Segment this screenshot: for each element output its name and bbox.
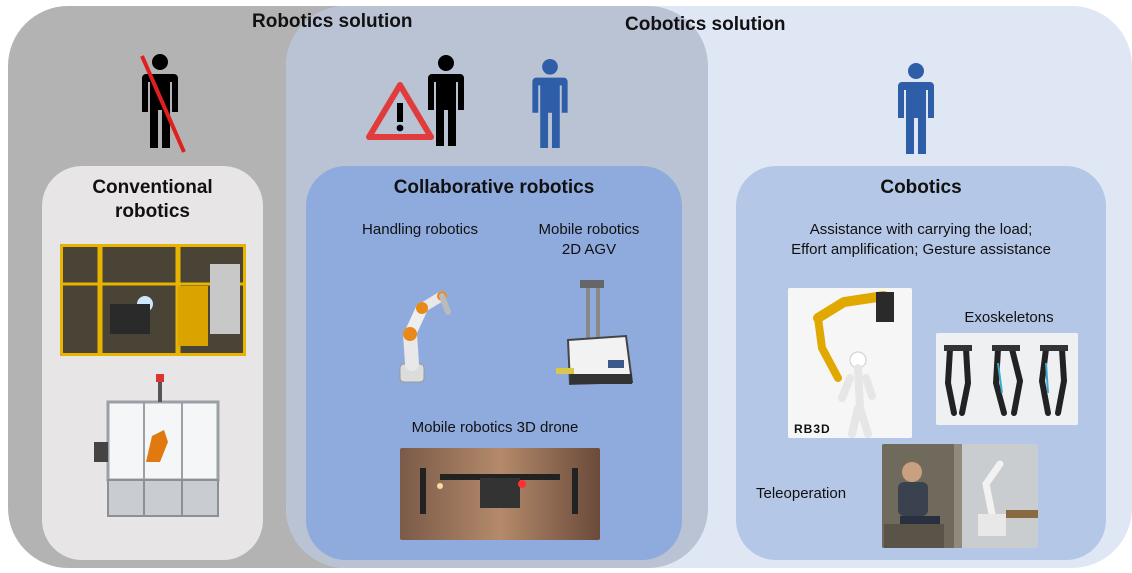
conventional-title-line2: robotics — [115, 201, 190, 222]
cobotics-desc-line2: Effort amplification; Gesture assistance — [791, 241, 1051, 258]
warning-triangle-icon — [366, 82, 434, 140]
teleoperation-label: Teleoperation — [756, 485, 847, 502]
drone-image — [400, 448, 600, 540]
human-blue-cobotics-icon — [898, 63, 934, 154]
agv-robot-image — [556, 280, 634, 386]
cobotics-desc-line1: Assistance with carrying the load; — [809, 221, 1033, 238]
mobile-2d-line1: Mobile robotics — [538, 221, 640, 238]
cobot-arm-image — [788, 288, 912, 438]
mobile-robotics-2d-label: Mobile robotics 2D AGV — [514, 220, 664, 260]
mobile-robotics-3d-drone-label: Mobile robotics 3D drone — [411, 419, 579, 436]
robot-cell-image — [86, 372, 234, 522]
cobotics-description: Assistance with carrying the load; Effor… — [746, 220, 1096, 260]
mobile-2d-line2: 2D AGV — [561, 241, 617, 258]
human-crossed-icon — [140, 54, 186, 153]
conventional-title-line1: Conventional — [92, 177, 213, 198]
human-black-icon — [428, 55, 464, 146]
cobotics-title: Cobotics — [880, 177, 962, 198]
handling-robotics-label: Handling robotics — [362, 221, 478, 238]
human-blue-icon — [532, 58, 568, 149]
welding-cell-image — [60, 244, 246, 356]
teleoperation-image — [882, 444, 1038, 548]
robotics-solution-title: Robotics solution — [252, 11, 413, 32]
collaborative-robotics-title: Collaborative robotics — [393, 177, 595, 198]
exoskeletons-label: Exoskeletons — [964, 309, 1054, 326]
rb3d-logo: RB3D — [794, 422, 831, 436]
conventional-robotics-title: Conventional robotics — [42, 176, 263, 224]
cobotics-solution-title: Cobotics solution — [625, 14, 786, 35]
exoskeletons-image — [936, 333, 1078, 425]
collaborative-arm-image — [399, 291, 451, 383]
